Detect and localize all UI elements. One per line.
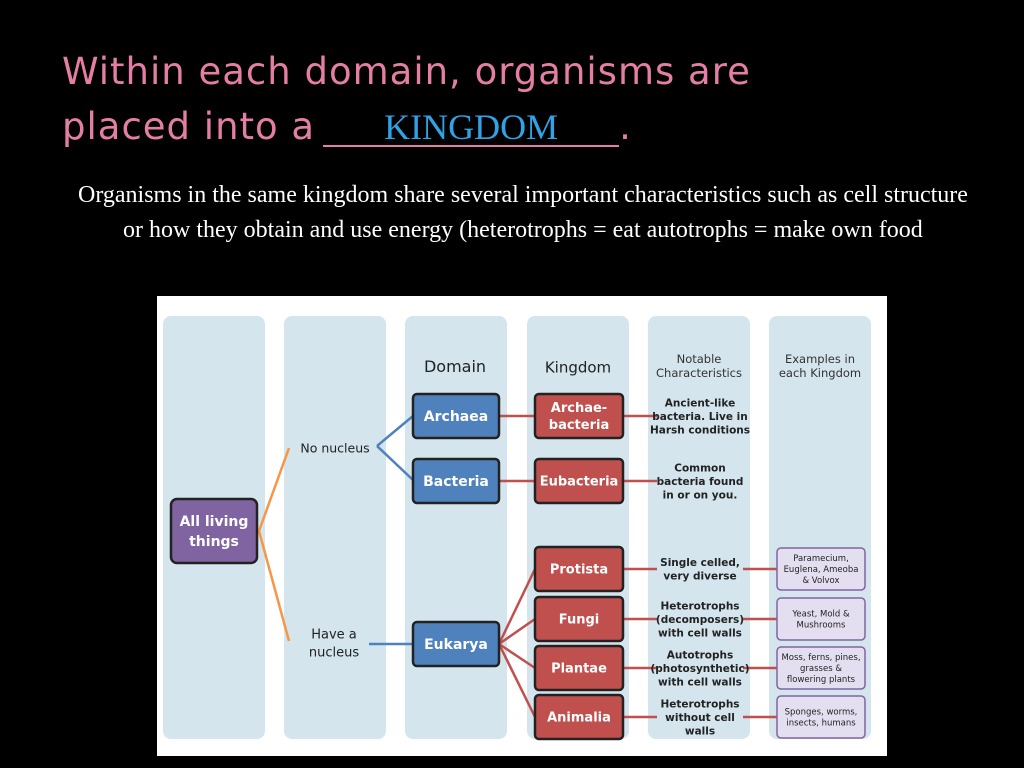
characteristic-1-line-2: bacteria. Live in — [652, 411, 747, 423]
header-examples-line-2: each Kingdom — [779, 366, 861, 380]
domain-archaea — [411, 392, 501, 440]
header-examples-line-1: Examples in — [785, 352, 855, 366]
characteristic-6-line-1: Heterotrophs — [660, 698, 739, 710]
characteristic-3-line-1: Single celled, — [660, 557, 740, 569]
connector-eukarya-kingdom-3 — [498, 642, 536, 670]
header-kingdom-line-1: Kingdom — [545, 358, 611, 376]
characteristic-6-line-3: walls — [685, 725, 715, 737]
kingdom-box-1 — [533, 392, 625, 440]
characteristic-5-line-1: Autotrophs — [667, 649, 734, 661]
title-period: . — [619, 105, 632, 148]
header-notable-characteristics-line-2: Characteristics — [656, 366, 742, 380]
root-box — [169, 497, 259, 565]
connector-bacteria — [376, 445, 414, 481]
kingdom-label-1-line-2: bacteria — [549, 418, 609, 433]
characteristic-3-line-2: very diverse — [663, 571, 736, 583]
branch-no-nucleus-line-1: No nucleus — [300, 441, 369, 456]
kingdom-box-2 — [533, 457, 625, 505]
example-3-line-3: flowering plants — [787, 675, 856, 685]
kingdom-label-2-line-1: Eubacteria — [540, 475, 619, 490]
characteristic-4-line-3: with cell walls — [658, 627, 742, 639]
kingdom-box-5 — [533, 644, 625, 692]
example-1-line-3: & Volvox — [802, 576, 839, 586]
title-line-1: Within each domain, organisms are — [62, 50, 751, 93]
characteristic-4-line-1: Heterotrophs — [660, 600, 739, 612]
branch-nucleus-line-1: Have a — [311, 628, 357, 643]
title-line-2: placed into a — [62, 105, 316, 148]
example-box-3 — [776, 646, 866, 690]
slide-title: Within each domain, organisms are placed… — [62, 44, 962, 154]
kingdom-box-3 — [533, 545, 625, 593]
connector-root-nucleus — [257, 530, 291, 642]
characteristic-6-line-2: without cell — [665, 712, 735, 724]
domain-label-3-line-1: Eukarya — [424, 637, 488, 653]
kingdom-label-3-line-1: Protista — [550, 563, 608, 578]
column-5 — [648, 316, 750, 739]
example-box-1 — [776, 547, 866, 591]
example-4-line-2: insects, humans — [786, 719, 856, 729]
connector-archaea — [376, 415, 414, 447]
column-2 — [284, 316, 386, 739]
example-3-line-2: grasses & — [800, 664, 842, 674]
characteristic-5-line-2: (photosynthetic) — [650, 663, 749, 675]
column-3 — [405, 316, 507, 739]
example-2-line-2: Mushrooms — [797, 621, 847, 631]
example-box-2 — [776, 597, 866, 641]
example-4-line-1: Sponges, worms, — [785, 708, 858, 718]
domain-label-2-line-1: Bacteria — [423, 474, 489, 490]
example-1-line-1: Paramecium, — [793, 554, 849, 564]
characteristic-5-line-3: with cell walls — [658, 676, 742, 688]
header-notable-characteristics-line-1: Notable — [677, 352, 722, 366]
characteristic-4-line-2: (decomposers) — [656, 614, 744, 626]
kingdom-blank-answer: KINGDOM — [323, 109, 620, 147]
characteristic-2-line-1: Common — [674, 462, 726, 474]
example-3-line-1: Moss, ferns, pines, — [781, 653, 860, 663]
domain-label-1-line-1: Archaea — [424, 409, 488, 425]
characteristic-2-line-2: bacteria found — [657, 476, 744, 488]
kingdom-label-4-line-1: Fungi — [559, 613, 600, 628]
kingdom-label-6-line-1: Animalia — [547, 711, 611, 726]
header-domain-line-1: Domain — [424, 357, 486, 376]
characteristic-1-line-1: Ancient-like — [665, 397, 735, 409]
kingdom-box-6 — [533, 693, 625, 741]
connector-eukarya-kingdom-4 — [497, 643, 537, 718]
example-1-line-2: Euglena, Ameoba — [784, 565, 859, 575]
root-label-line-1: All living — [180, 514, 249, 530]
domain-eukarya — [411, 620, 501, 668]
characteristic-1-line-3: Harsh conditions — [650, 424, 750, 436]
kingdom-label-1-line-1: Archae- — [551, 401, 607, 416]
connector-root-no-nucleus — [257, 447, 291, 532]
domain-bacteria — [411, 457, 501, 505]
connector-eukarya-kingdom-1 — [497, 568, 537, 645]
body-text: Organisms in the same kingdom share seve… — [78, 182, 968, 243]
kingdom-box-4 — [533, 595, 625, 643]
kingdom-label-5-line-1: Plantae — [551, 662, 607, 677]
root-label-line-2: things — [189, 534, 239, 550]
example-box-4 — [776, 695, 866, 739]
example-2-line-1: Yeast, Mold & — [791, 610, 850, 620]
characteristic-2-line-3: in or on you. — [663, 489, 738, 501]
branch-nucleus-line-2: nucleus — [309, 646, 359, 661]
connector-eukarya-kingdom-2 — [498, 617, 536, 646]
